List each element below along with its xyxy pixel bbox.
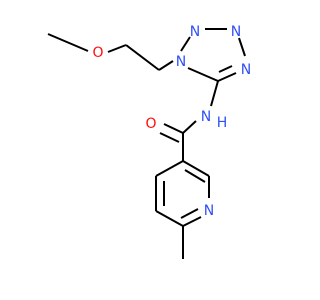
atom-amide-h: H	[217, 115, 228, 131]
atom-amide-n: N	[201, 109, 211, 125]
bond-tetrazole-n1-n2	[180, 36, 191, 52]
bond-c5-amide-n	[210, 80, 219, 107]
bond-ch2-ch2	[125, 44, 160, 71]
atom-tetrazole-n2: N	[190, 24, 200, 40]
bond-ch2-tetrazole-n1	[158, 60, 174, 71]
atom-tetrazole-n3: N	[231, 24, 241, 40]
bond-amide-n-carbonyl-c	[182, 120, 197, 134]
bond-ring-c3-c2-double	[184, 169, 206, 183]
atom-tetrazole-n4: N	[241, 62, 251, 78]
bond-carbonyl-c-o	[163, 123, 184, 134]
atom-tetrazole-n1: N	[176, 54, 186, 70]
bond-tetrazole-c5-n1	[187, 67, 219, 82]
bond-methyl-methoxy-o	[47, 33, 89, 52]
bond-methoxy-o-ch2	[107, 44, 127, 53]
bond-carbonyl-c-o-double	[159, 132, 180, 143]
atom-labels: O N N N N N H O N	[92, 24, 251, 219]
molecule-structure: O N N N N N H O N	[47, 24, 251, 259]
bond-ring-c6-c5	[155, 210, 184, 227]
bond-ring-c3-c2	[182, 160, 210, 177]
bond-tetrazole-n4-c5	[217, 72, 237, 82]
bond-ring-c4-c3	[155, 160, 184, 177]
bond-ring-n1-c6	[182, 216, 202, 227]
bond-tetrazole-n3-n4	[238, 37, 246, 57]
bond-ring-n1-c6-double	[180, 208, 199, 219]
atom-pyridine-n: N	[204, 203, 214, 219]
atom-carbonyl-o: O	[145, 116, 156, 132]
atom-methoxy-o: O	[92, 45, 103, 61]
bond-tetrazole-c5-n4-double	[218, 65, 233, 73]
bonds	[47, 28, 246, 259]
